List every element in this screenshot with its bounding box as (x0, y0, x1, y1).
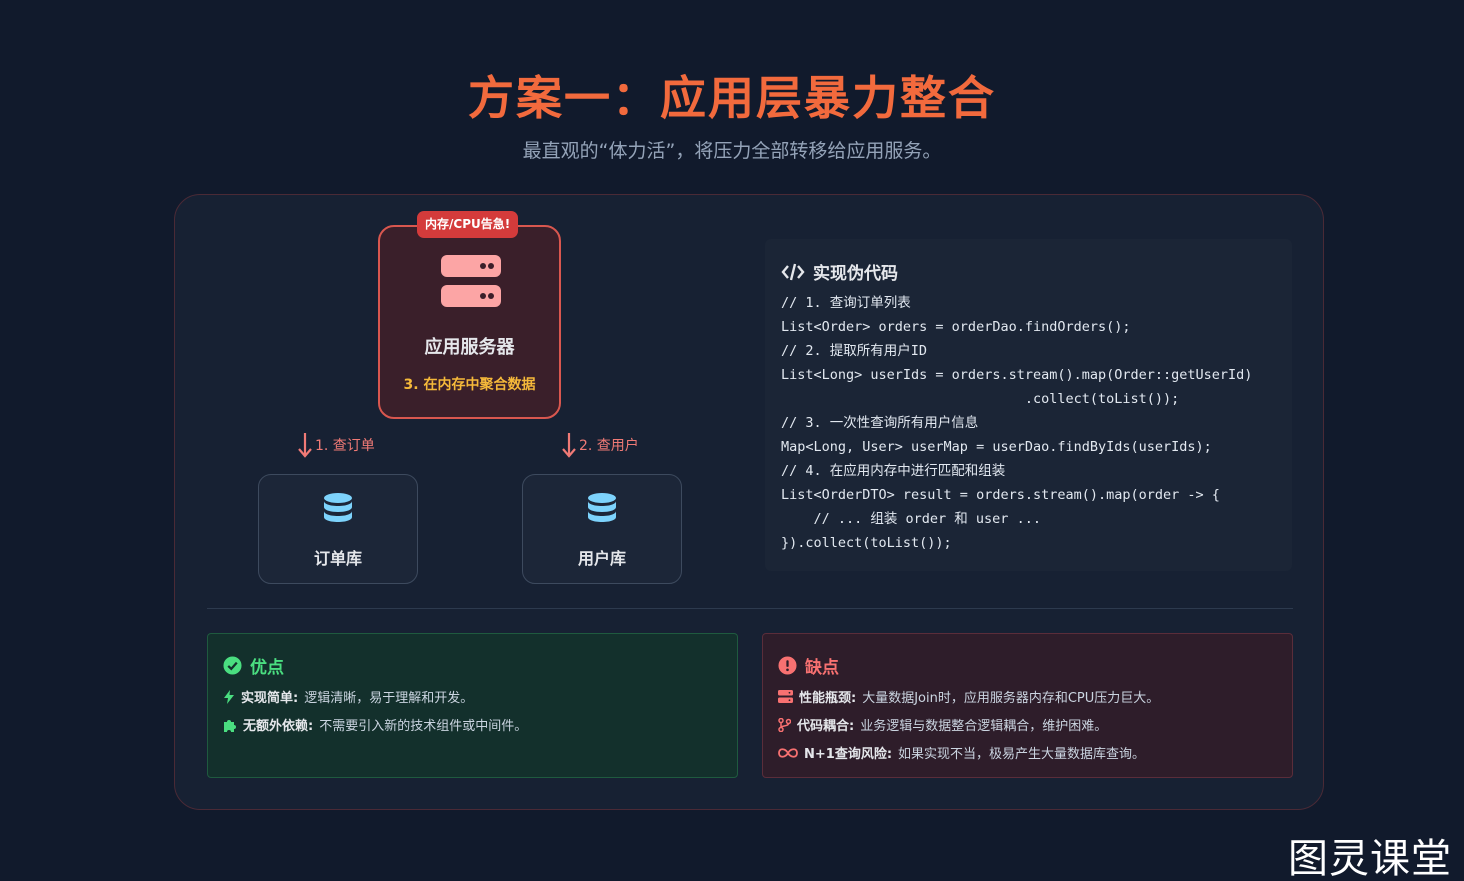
code-icon (781, 263, 805, 280)
pros-item: 无额外依赖: 不需要引入新的技术组件或中间件。 (223, 715, 527, 734)
code-line: Map<Long, User> userMap = userDao.findBy… (781, 439, 1212, 455)
server-note: 3. 在内存中聚合数据 (403, 377, 536, 393)
code-panel: 实现伪代码 // 1. 查询订单列表 List<Order> orders = o… (765, 239, 1292, 571)
diagram-card: 应用服务器 3. 在内存中聚合数据 内存/CPU告急! 1. 查订单 2. 查用… (174, 194, 1324, 810)
code-block: // 1. 查询订单列表 List<Order> orders = orderDa… (781, 291, 1252, 555)
check-circle-icon (223, 656, 242, 675)
item-label: N+1查询风险: (804, 747, 893, 762)
item-text: 逻辑清晰，易于理解和开发。 (304, 691, 474, 706)
database-icon (324, 493, 352, 522)
item-text: 业务逻辑与数据整合逻辑耦合，维护困难。 (860, 719, 1108, 734)
database-icon (588, 493, 616, 522)
code-line: List<Long> userIds = orders.stream().map… (781, 367, 1253, 383)
code-line: // ... 组装 order 和 user ... (781, 511, 1041, 527)
code-line: .collect(toList()); (781, 391, 1180, 407)
arrow-label: 1. 查订单 (315, 438, 375, 454)
exclamation-circle-icon (778, 656, 797, 675)
arrow-label: 2. 查用户 (579, 438, 639, 454)
code-line: // 2. 提取所有用户ID (781, 343, 928, 359)
code-line: // 1. 查询订单列表 (781, 295, 911, 311)
code-line: List<Order> orders = orderDao.findOrders… (781, 319, 1131, 335)
code-line: List<OrderDTO> result = orders.stream().… (781, 487, 1220, 503)
arrow-query-orders: 1. 查订单 (297, 432, 375, 458)
item-label: 代码耦合: (797, 719, 855, 734)
order-db-node: 订单库 (258, 474, 418, 584)
item-text: 大量数据Join时，应用服务器内存和CPU压力巨大。 (862, 691, 1160, 706)
page-title: 方案一：应用层暴力整合 (468, 71, 996, 125)
code-line: // 4. 在应用内存中进行匹配和组装 (781, 463, 1006, 479)
arrow-down-icon (562, 433, 576, 458)
code-title-text: 实现伪代码 (813, 264, 898, 284)
pros-title: 优点 (223, 653, 284, 678)
code-line: }).collect(toList()); (781, 535, 952, 551)
divider (207, 608, 1293, 609)
pros-item: 实现简单: 逻辑清晰，易于理解和开发。 (223, 687, 473, 706)
db-label: 订单库 (313, 549, 362, 568)
page-subtitle: 最直观的“体力活”，将压力全部转移给应用服务。 (522, 140, 942, 162)
user-db-node: 用户库 (522, 474, 682, 584)
watermark: 图灵课堂 (1288, 836, 1452, 881)
branch-icon (778, 717, 791, 732)
server-label: 应用服务器 (424, 337, 515, 358)
pros-title-text: 优点 (250, 658, 284, 678)
item-text: 不需要引入新的技术组件或中间件。 (319, 719, 528, 734)
item-label: 性能瓶颈: (799, 691, 857, 706)
cons-item: 代码耦合: 业务逻辑与数据整合逻辑耦合，维护困难。 (778, 715, 1107, 734)
cons-item: N+1查询风险: 如果实现不当，极易产生大量数据库查询。 (778, 743, 1145, 762)
db-label: 用户库 (577, 549, 626, 568)
code-title: 实现伪代码 (781, 259, 898, 284)
bolt-icon (224, 689, 234, 704)
pros-box: 优点 实现简单: 逻辑清晰，易于理解和开发。 无额外依赖: 不需要引入新的技术组… (207, 633, 738, 778)
arrow-query-users: 2. 查用户 (561, 432, 639, 458)
puzzle-icon (224, 719, 236, 732)
alert-badge: 内存/CPU告急! (417, 211, 519, 238)
cons-title-text: 缺点 (805, 658, 839, 678)
cons-item: 性能瓶颈: 大量数据Join时，应用服务器内存和CPU压力巨大。 (778, 687, 1159, 706)
cons-box: 缺点 性能瓶颈: 大量数据Join时，应用服务器内存和CPU压力巨大。 (762, 633, 1293, 778)
server-icon (441, 255, 501, 307)
cons-title: 缺点 (778, 653, 839, 678)
app-server-node: 应用服务器 3. 在内存中聚合数据 (378, 225, 561, 419)
item-text: 如果实现不当，极易产生大量数据库查询。 (898, 747, 1146, 762)
infinity-icon (778, 747, 798, 758)
server-icon (778, 690, 793, 703)
item-label: 实现简单: (241, 691, 299, 706)
code-line: // 3. 一次性查询所有用户信息 (781, 415, 979, 431)
arrow-down-icon (298, 433, 312, 458)
item-label: 无额外依赖: (243, 719, 314, 734)
